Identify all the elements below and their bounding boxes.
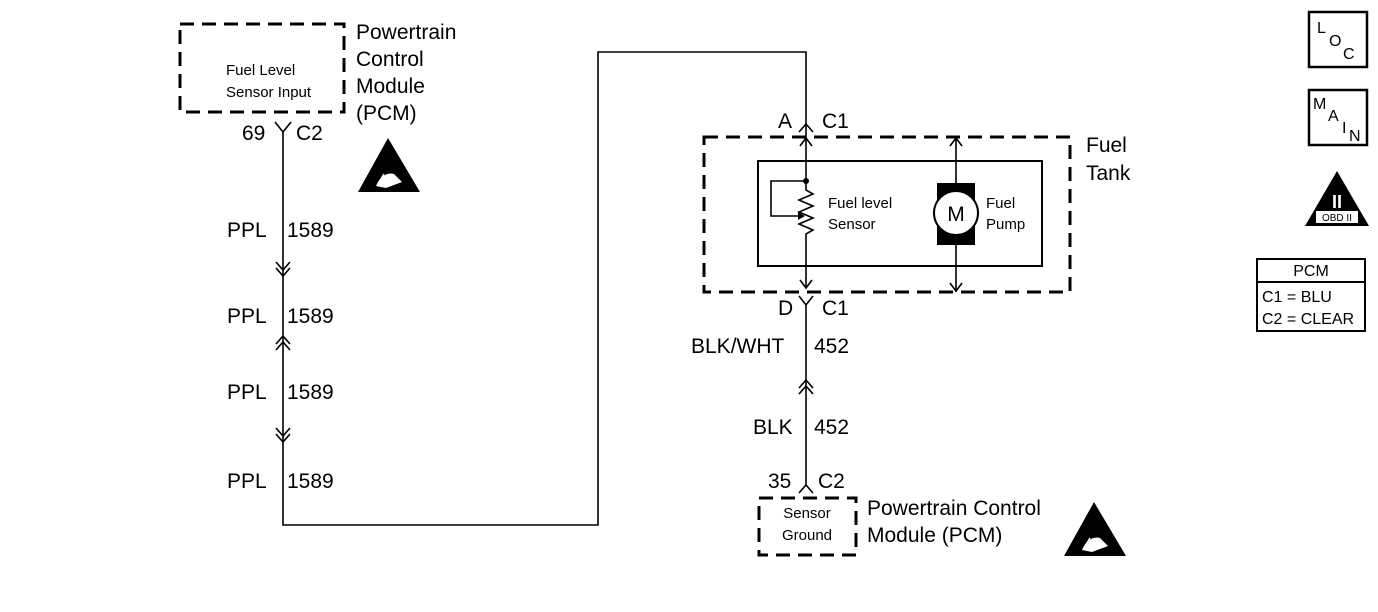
obd-label: OBD II (1322, 213, 1352, 224)
wire-circuit-label: 1589 (287, 305, 334, 328)
pcm-top-box (178, 22, 346, 114)
pcm-bottom-box-label-2: Ground (782, 527, 832, 544)
pcm-top-name-2: Control (356, 48, 424, 71)
main-letter-a: A (1328, 108, 1339, 125)
wire-color-label: PPL (227, 381, 267, 404)
connector-color-table: PCM C1 = BLU C2 = CLEAR (1256, 258, 1366, 332)
loc-letter-l: L (1317, 20, 1326, 37)
fuel-tank-box (702, 135, 1072, 294)
main-letter-m: M (1313, 96, 1326, 113)
connector-symbol (798, 295, 814, 307)
arrow (949, 282, 963, 293)
obd-ii-icon: II OBD II (1305, 171, 1369, 226)
pcm-top-name-1: Powertrain (356, 21, 456, 44)
wire-1589 (282, 51, 807, 526)
fuel-tank-name-1: Fuel (1086, 134, 1127, 157)
obd-symbol: II (1332, 192, 1342, 212)
pcm-bottom-box (757, 496, 858, 557)
motor-symbol: M (947, 203, 965, 226)
pcm-top-connector: C2 (296, 122, 323, 145)
table-title: PCM (1293, 263, 1329, 280)
sensor-label-1: Fuel level (828, 195, 892, 212)
inline-connector (798, 378, 814, 395)
pcm-top-name-4: (PCM) (356, 102, 417, 125)
wire-circuit-label: 452 (814, 335, 849, 358)
table-row-1: C1 = BLU (1262, 289, 1332, 306)
pcm-top-pin: 69 (242, 122, 265, 145)
main-letter-n: N (1349, 128, 1361, 145)
main-icon: M A I N (1307, 88, 1369, 147)
tank-bottom-pin: D (778, 297, 793, 320)
wire-circuit-label: 1589 (287, 470, 334, 493)
connector-symbol (798, 483, 814, 494)
loc-letter-c: C (1343, 46, 1355, 63)
loc-icon: L O C (1307, 10, 1369, 69)
pump-label-1: Fuel (986, 195, 1015, 212)
pcm-bottom-pin: 35 (768, 470, 791, 493)
inline-connector (275, 427, 291, 444)
pcm-top-box-label-2: Sensor Input (226, 84, 312, 101)
fuel-tank-name-2: Tank (1086, 162, 1131, 185)
pcm-top-box-label-1: Fuel Level (226, 62, 295, 79)
pump-label-2: Pump (986, 216, 1025, 233)
wire-color-label: PPL (227, 470, 267, 493)
wire-color-label: BLK (753, 416, 793, 439)
esd-warning-icon (358, 138, 420, 192)
connector-symbol (274, 121, 292, 134)
pcm-bottom-connector: C2 (818, 470, 845, 493)
wiper-arrow (798, 212, 805, 220)
tank-bottom-connector: C1 (822, 297, 849, 320)
wire-circuit-label: 1589 (287, 219, 334, 242)
wire-circuit-label: 1589 (287, 381, 334, 404)
pcm-bottom-name-1: Powertrain Control (867, 497, 1041, 520)
sender-assembly-box (757, 160, 1043, 267)
wire-color-label: BLK/WHT (691, 335, 785, 358)
fuel-level-sensor-resistor (796, 182, 816, 288)
table-row-2: C2 = CLEAR (1262, 311, 1354, 328)
inline-connector (275, 334, 291, 351)
sensor-label-2: Sensor (828, 216, 876, 233)
pcm-bottom-name-2: Module (PCM) (867, 524, 1002, 547)
arrow (799, 136, 813, 147)
pcm-top-name-3: Module (356, 75, 425, 98)
loc-letter-o: O (1329, 33, 1341, 50)
wiper-lead (770, 180, 806, 217)
arrow (799, 279, 813, 290)
wire-color-label: PPL (227, 305, 267, 328)
connector-symbol (798, 122, 814, 133)
tank-top-connector: C1 (822, 110, 849, 133)
esd-warning-icon (1064, 502, 1126, 556)
wire-color-label: PPL (227, 219, 267, 242)
motor-icon (933, 190, 979, 236)
wire-circuit-label: 452 (814, 416, 849, 439)
main-letter-i: I (1342, 120, 1346, 137)
tank-top-pin: A (778, 110, 792, 133)
inline-connector (275, 261, 291, 278)
arrow (949, 136, 963, 147)
pcm-bottom-box-label-1: Sensor (783, 505, 831, 522)
